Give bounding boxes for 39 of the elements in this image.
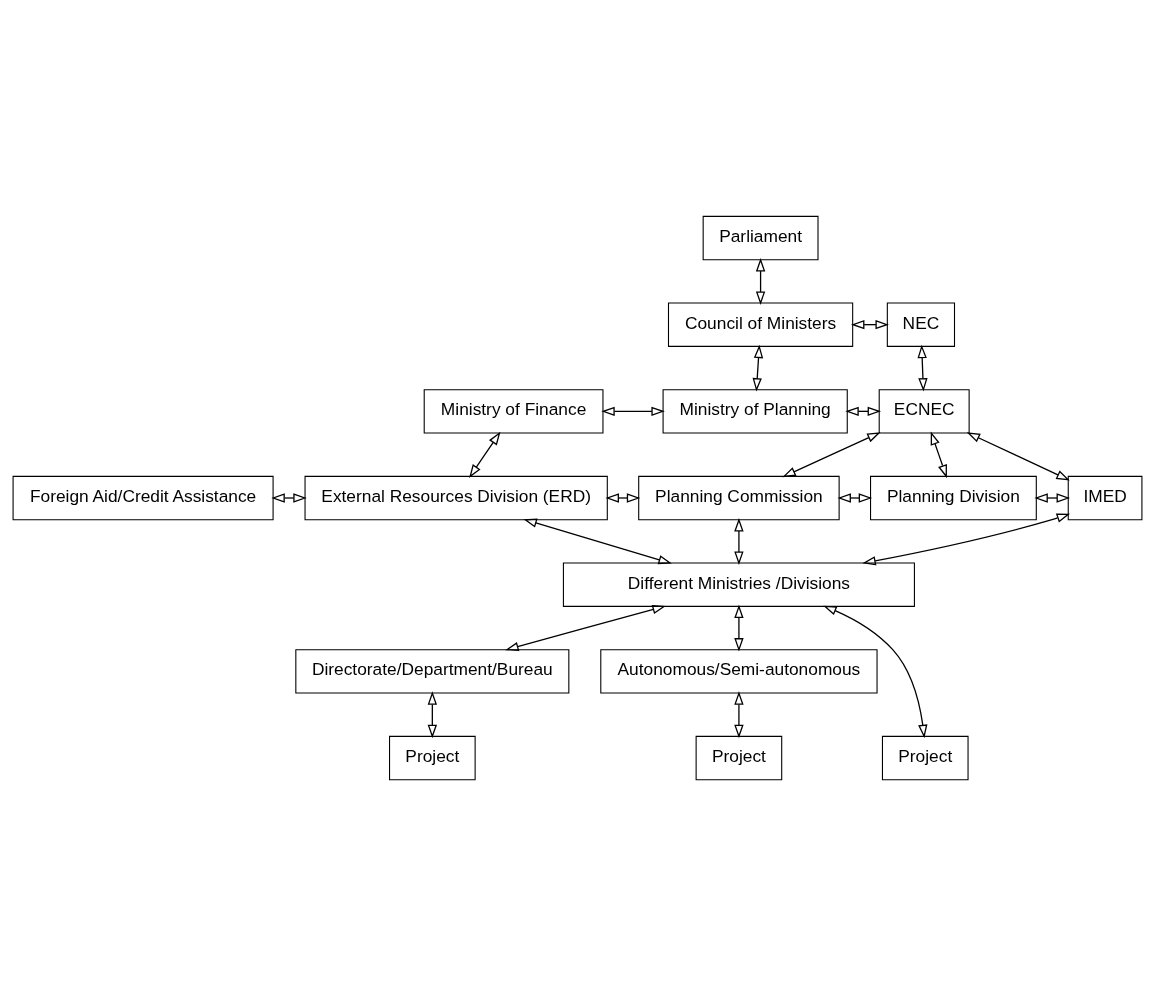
node-box: Project bbox=[695, 735, 783, 781]
arrow bbox=[845, 406, 882, 417]
node-box: External Resources Division (ERD) bbox=[304, 475, 608, 521]
node-box: Ministry of Finance bbox=[423, 389, 604, 434]
arrow bbox=[782, 432, 881, 478]
arrow bbox=[523, 518, 672, 565]
arrow bbox=[823, 605, 928, 739]
node-box: Ministry of Planning bbox=[662, 389, 848, 434]
node-box: ECNEC bbox=[878, 389, 970, 434]
node-box: Council of Ministers bbox=[667, 302, 854, 347]
arrow bbox=[930, 431, 947, 479]
arrow bbox=[734, 691, 744, 739]
node-box: Autonomous/Semi-autonomous bbox=[600, 649, 878, 694]
arrow bbox=[917, 344, 928, 392]
node-box: Project bbox=[389, 735, 476, 781]
arrow bbox=[505, 604, 666, 652]
arrow bbox=[271, 493, 307, 503]
arrow bbox=[837, 493, 873, 503]
node-box: NEC bbox=[886, 302, 956, 347]
arrow bbox=[734, 604, 744, 652]
arrow bbox=[1034, 493, 1070, 503]
arrow bbox=[427, 691, 438, 739]
node-box: Planning Division bbox=[870, 475, 1037, 521]
arrow bbox=[734, 518, 744, 565]
node-box: IMED bbox=[1067, 475, 1143, 521]
arrow bbox=[851, 319, 889, 330]
arrow bbox=[601, 406, 665, 417]
node-box: Project bbox=[881, 735, 969, 781]
arrow bbox=[469, 431, 501, 478]
arrow bbox=[605, 493, 641, 503]
node-box: Foreign Aid/Credit Assistance bbox=[12, 475, 274, 521]
node-box: Different Ministries /Divisions bbox=[562, 562, 915, 607]
node-box: Directorate/Department/Bureau bbox=[295, 649, 570, 694]
arrow bbox=[862, 513, 1071, 566]
node-box: Parliament bbox=[702, 215, 819, 261]
arrow bbox=[966, 432, 1070, 481]
arrow bbox=[752, 344, 764, 392]
arrow bbox=[755, 258, 766, 305]
node-box: Planning Commission bbox=[638, 475, 840, 521]
